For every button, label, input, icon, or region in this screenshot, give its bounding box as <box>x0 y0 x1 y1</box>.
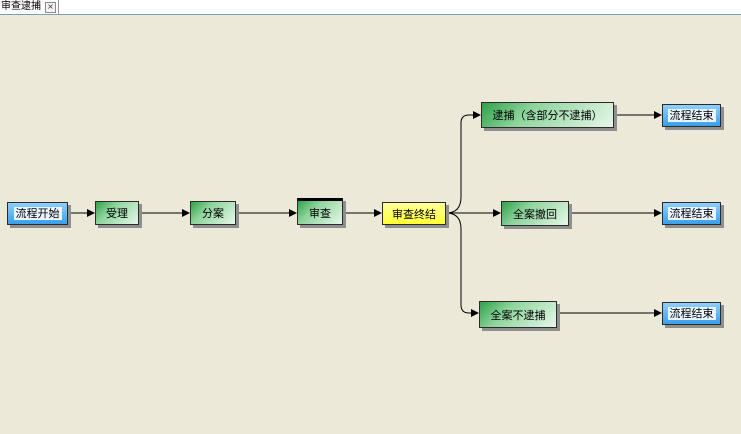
node-process-end-1[interactable]: 流程结束 <box>662 104 721 127</box>
close-icon[interactable]: × <box>45 1 56 13</box>
edge-to-no-arrest <box>445 212 479 317</box>
node-label: 逮捕（含部分不逮捕） <box>492 109 603 122</box>
node-process-end-3[interactable]: 流程结束 <box>662 302 721 325</box>
document-tab-bar: 审查逮捕 × <box>0 0 741 15</box>
node-full-withdraw[interactable]: 全案撤回 <box>501 201 569 226</box>
node-label: 全案不逮捕 <box>490 308 546 322</box>
tab-label: 审查逮捕 <box>1 1 41 12</box>
node-review[interactable]: 审查 <box>297 198 343 225</box>
tab-review-arrest[interactable]: 审查逮捕 × <box>0 0 59 14</box>
node-process-end-2[interactable]: 流程结束 <box>662 202 721 225</box>
node-full-no-arrest[interactable]: 全案不逮捕 <box>479 301 557 328</box>
node-label: 流程结束 <box>667 307 716 320</box>
workflow-connectors <box>68 111 662 317</box>
node-label: 全案撤回 <box>513 207 557 221</box>
workflow-canvas: 流程开始 受理 分案 审查 审查终结 逮捕（含部分不逮捕） 全案撤回 全案不逮捕… <box>0 15 741 434</box>
node-label: 流程结束 <box>667 109 716 122</box>
node-label: 受理 <box>106 207 128 220</box>
node-review-conclusion[interactable]: 审查终结 <box>382 202 446 225</box>
node-label: 分案 <box>202 207 224 220</box>
node-process-start[interactable]: 流程开始 <box>7 202 68 225</box>
node-accept[interactable]: 受理 <box>95 201 139 225</box>
node-label: 流程开始 <box>13 207 62 220</box>
node-label: 审查 <box>309 206 331 220</box>
node-label: 流程结束 <box>667 207 716 220</box>
edge-to-arrest <box>445 111 481 214</box>
node-arrest[interactable]: 逮捕（含部分不逮捕） <box>481 102 614 128</box>
node-label: 审查终结 <box>392 207 436 221</box>
node-assign[interactable]: 分案 <box>190 201 236 225</box>
